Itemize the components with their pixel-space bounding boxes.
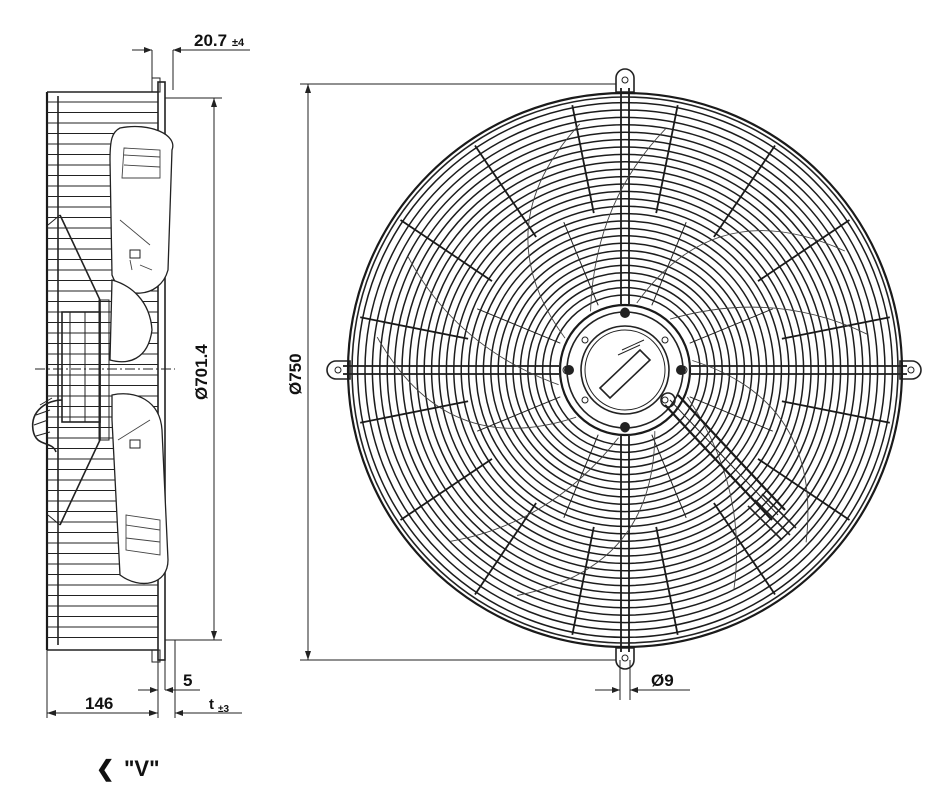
motor-hub (558, 303, 692, 437)
dim-hole-value: Ø9 (651, 671, 674, 690)
dim-gap-value: 5 (183, 671, 192, 690)
dim-top-offset-tolerance: ±4 (232, 37, 245, 49)
front-cable (660, 392, 797, 541)
dim-inner-diameter: Ø701.4 (165, 97, 222, 641)
view-marker-label: "V" (124, 756, 160, 781)
side-flange (151, 77, 166, 663)
dim-outer-diameter: Ø750 (286, 83, 616, 661)
side-view: 20.7 ±4 Ø701.4 5 146 t ±3 (32, 31, 250, 718)
side-blades (109, 125, 174, 584)
dim-inner-diameter-value: Ø701.4 (192, 344, 211, 400)
front-guard-rods (343, 88, 907, 652)
dim-bottom: 5 146 t ±3 (46, 640, 242, 718)
front-view: Ø750 Ø9 (286, 68, 922, 700)
front-guard-rings (356, 101, 894, 639)
dim-top-offset: 20.7 ±4 (132, 31, 250, 90)
chevron-left-icon: ❮ (96, 756, 114, 782)
dim-outer-diameter-value: Ø750 (286, 353, 305, 395)
dim-depth-value: 146 (85, 694, 113, 713)
dim-hole: Ø9 (595, 660, 690, 700)
mounting-tabs (326, 68, 922, 670)
side-motor (32, 214, 110, 526)
dim-thickness-tolerance: ±3 (218, 704, 229, 715)
dim-thickness-value: t (209, 696, 214, 713)
dim-top-offset-value: 20.7 (194, 31, 227, 50)
view-marker: ❮ "V" (96, 756, 160, 782)
